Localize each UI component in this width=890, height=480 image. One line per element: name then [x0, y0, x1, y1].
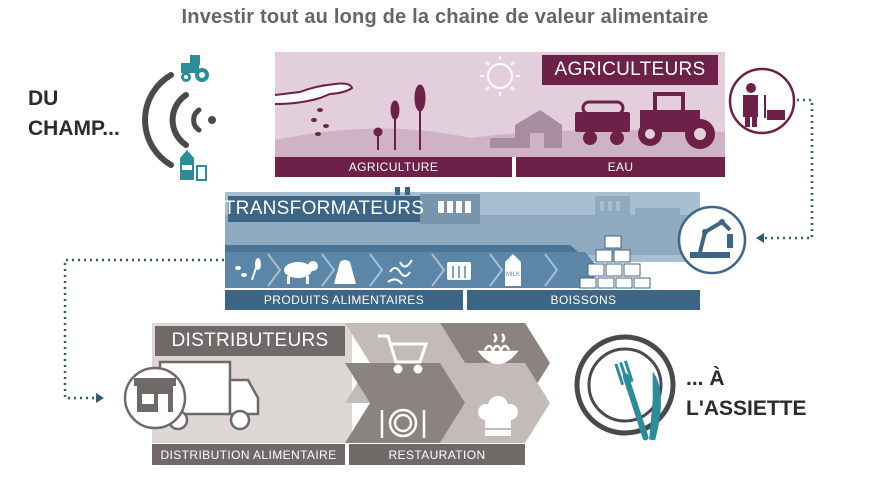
- crates-icon: [579, 235, 651, 289]
- connector-arrow: [96, 393, 104, 403]
- to-plate-label: ... À L'ASSIETTE: [686, 364, 807, 424]
- segment-boissons: BOISSONS: [550, 293, 617, 307]
- agriculteurs-title: AGRICULTEURS: [554, 59, 706, 80]
- noodle-bowl-icon: [477, 333, 519, 365]
- truck-icon: [158, 360, 260, 431]
- fork-knife-icon: [614, 360, 661, 441]
- big-tractor-icon: [638, 92, 715, 149]
- plate-icon: [574, 334, 676, 436]
- robot-arm-icon: [677, 205, 747, 275]
- wheat-seeds-icon: [235, 258, 261, 281]
- barn-icon: [490, 110, 562, 148]
- pasta-icon: [387, 259, 413, 285]
- to-plate-line2: L'ASSIETTE: [686, 397, 807, 420]
- signal-arcs-icon: [142, 72, 216, 168]
- shop-icon: [123, 366, 187, 430]
- milk-icon: [505, 254, 521, 286]
- plate-cutlery-icon: [380, 408, 426, 438]
- farmer-icon: [728, 67, 796, 135]
- from-field-line2: CHAMP...: [28, 117, 120, 140]
- connector-trans-dist: [63, 258, 224, 400]
- from-field-label: DU CHAMP...: [28, 84, 120, 144]
- segment-restauration: RESTAURATION: [388, 447, 486, 462]
- page-title: Investir tout au long de la chaine de va…: [181, 6, 709, 28]
- chef-hat-icon: [478, 396, 518, 436]
- wheat-icon: [373, 84, 426, 150]
- segment-eau: EAU: [607, 160, 634, 174]
- milk-carton-icon: [180, 150, 207, 181]
- distributeurs-panel: [123, 323, 550, 465]
- from-field-line1: DU: [28, 87, 59, 110]
- seeds-icon: [311, 108, 329, 136]
- segment-distribution-alimentaire: DISTRIBUTION ALIMENTAIRE: [160, 447, 337, 462]
- tractor-icon: [181, 55, 209, 82]
- connector-arrow: [756, 233, 764, 243]
- hay-cart-icon: [575, 100, 630, 145]
- transformateurs-title: TRANSFORMATEURS: [223, 198, 425, 219]
- distributeurs-title: DISTRIBUTEURS: [171, 330, 329, 351]
- milk-icon-label: MILK: [506, 272, 520, 278]
- cow-icon: [284, 261, 318, 284]
- connector-agri-trans: [760, 98, 814, 240]
- cart-icon: [378, 334, 429, 374]
- bottles-icon: [652, 262, 693, 288]
- sun-icon: [480, 56, 520, 96]
- transformateurs-panel: MILK: [225, 187, 700, 310]
- bread-icon: [447, 262, 471, 280]
- segment-agriculture: AGRICULTURE: [348, 160, 439, 174]
- agriculteurs-panel: [274, 52, 725, 177]
- segment-produits-alimentaires: PRODUITS ALIMENTAIRES: [263, 293, 425, 307]
- hand-icon: [274, 82, 354, 105]
- to-plate-line1: ... À: [686, 367, 725, 390]
- grain-sack-icon: [334, 260, 356, 284]
